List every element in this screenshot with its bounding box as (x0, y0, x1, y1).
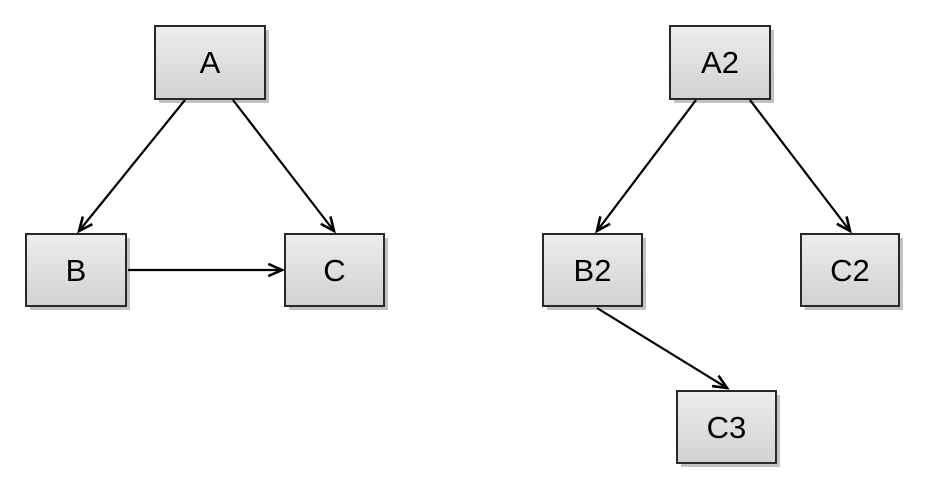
edge-line (78, 99, 186, 232)
edge-a-to-b (76, 99, 186, 234)
arrowhead-icon (320, 216, 336, 234)
edge-line (232, 99, 335, 232)
node-label: B2 (573, 252, 612, 288)
edge-line (749, 99, 851, 232)
node-b2[interactable]: B2 (542, 233, 643, 307)
node-a[interactable]: A (154, 25, 266, 100)
arrowhead-icon (76, 216, 93, 234)
edge-line (596, 307, 728, 389)
arrowhead-icon (267, 262, 286, 278)
node-label: C2 (830, 252, 870, 288)
node-b[interactable]: B (25, 233, 127, 307)
node-a2[interactable]: A2 (669, 25, 771, 100)
node-c3[interactable]: C3 (676, 390, 777, 464)
node-c2[interactable]: C2 (800, 233, 900, 307)
edge-a-to-c (232, 99, 336, 234)
arrowhead-icon (595, 216, 611, 234)
arrowhead-icon (836, 216, 852, 234)
edge-a2-to-b2 (595, 99, 697, 234)
edge-a2-to-c2 (749, 99, 852, 234)
node-label: C3 (706, 409, 747, 445)
node-c[interactable]: C (284, 233, 385, 307)
node-label: C (323, 252, 346, 288)
node-label: B (65, 252, 87, 288)
edge-b-to-c (128, 262, 286, 278)
node-label: A2 (701, 45, 739, 80)
edge-line (596, 99, 697, 232)
arrowhead-icon (711, 374, 730, 390)
node-label: A (199, 45, 221, 80)
edge-b2-to-c3 (596, 307, 730, 390)
